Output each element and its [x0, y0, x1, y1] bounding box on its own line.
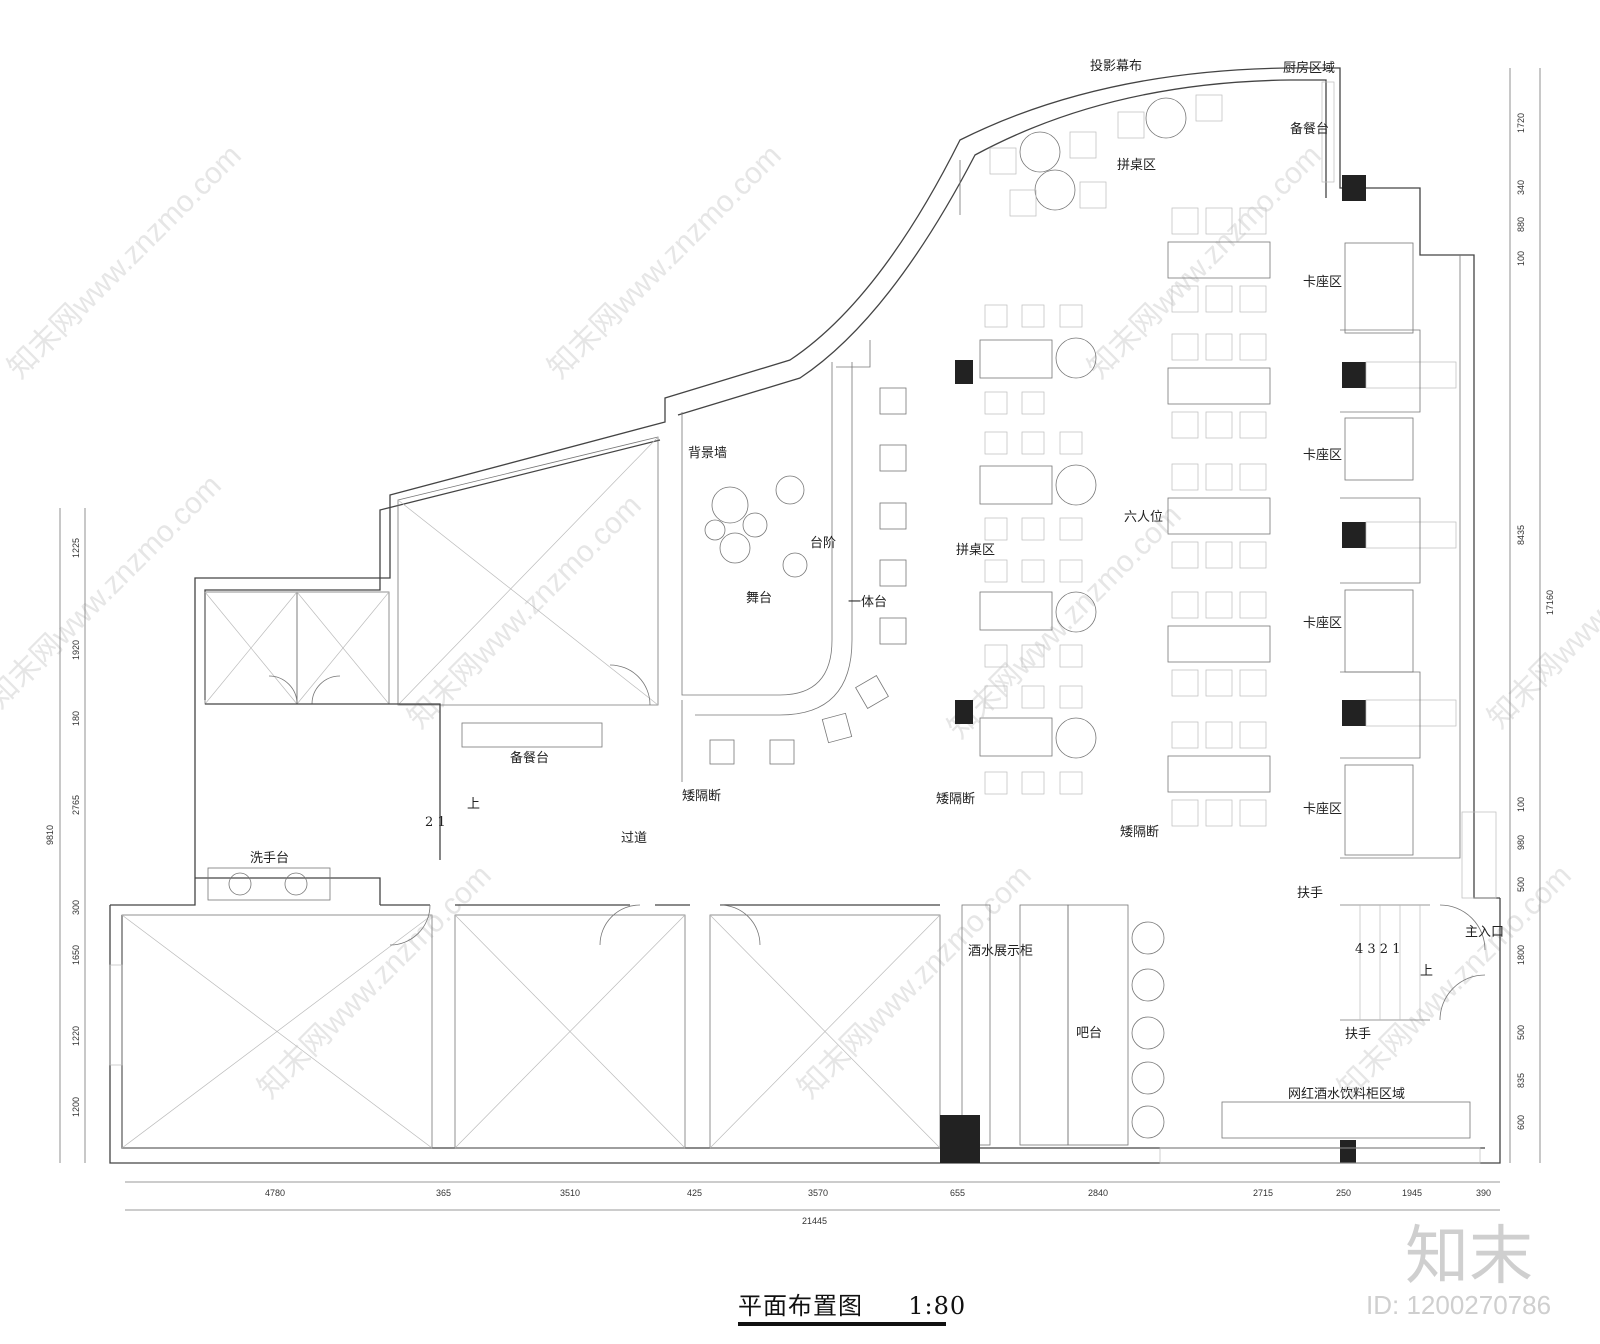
- dim-right: 980: [1516, 835, 1526, 850]
- dim-bottom: 425: [687, 1188, 702, 1198]
- outer-walls: [109, 67, 1501, 1164]
- watermark: 知末网www.znzmo.com: [1082, 139, 1328, 385]
- label-booth: 卡座区: [1303, 275, 1342, 290]
- dim-right: 1720: [1516, 113, 1526, 133]
- label-handrail: 扶手: [1345, 1027, 1371, 1042]
- label-step-numbers-right: 4 3 2 1: [1355, 942, 1400, 957]
- label-joined-tables-mid: 拼桌区: [956, 543, 995, 558]
- dim-total-right: 17160: [1545, 590, 1555, 615]
- dim-right: 100: [1516, 797, 1526, 812]
- label-partition: 矮隔断: [1120, 825, 1159, 840]
- dim-right: 8435: [1516, 525, 1526, 545]
- dim-bottom: 250: [1336, 1188, 1351, 1198]
- bar-area: [940, 904, 1486, 1164]
- dim-bottom: 3510: [560, 1188, 580, 1198]
- brand-logo: 知末: [1405, 1220, 1533, 1294]
- dim-left: 300: [71, 900, 81, 915]
- drawing-title-text: 平面布置图: [738, 1292, 863, 1320]
- dim-bottom: 1945: [1402, 1188, 1422, 1198]
- watermark: 知末网www.znzmo.com: [0, 469, 228, 715]
- dim-bottom: 2840: [1088, 1188, 1108, 1198]
- label-booth: 卡座区: [1303, 802, 1342, 817]
- watermark: 知末网www.znzmo.com: [1332, 859, 1578, 1105]
- label-partition: 矮隔断: [682, 789, 721, 804]
- label-wine-display: 酒水展示柜: [968, 944, 1033, 959]
- label-booth: 卡座区: [1303, 448, 1342, 463]
- label-drinks-area: 网红酒水饮料柜区域: [1288, 1086, 1405, 1102]
- room-labels: 投影幕布 厨房区域 备餐台 拼桌区 卡座区 卡座区 卡座区 卡座区 背景墙 台阶…: [250, 58, 1504, 1102]
- label-corridor: 过道: [621, 831, 647, 846]
- watermark: 知末网www.znzmo.com: [792, 859, 1038, 1105]
- label-integrated-counter: 一体台: [848, 595, 887, 610]
- dim-right: 340: [1516, 180, 1526, 195]
- dim-bottom: 2715: [1253, 1188, 1273, 1198]
- watermark: 知末网www.znzmo.com: [2, 139, 248, 385]
- label-projection-screen: 投影幕布: [1090, 58, 1142, 74]
- label-joined-tables-top: 拼桌区: [1117, 158, 1156, 173]
- counter-stools: [709, 387, 907, 765]
- label-step-numbers-left: 2 1: [425, 815, 446, 830]
- dim-right: 600: [1516, 1115, 1526, 1130]
- dim-bottom: 3570: [808, 1188, 828, 1198]
- dim-right: 880: [1516, 217, 1526, 232]
- label-booth: 卡座区: [1303, 616, 1342, 631]
- dim-right: 100: [1516, 251, 1526, 266]
- dim-bottom: 390: [1476, 1188, 1491, 1198]
- dim-total-bottom: 21445: [802, 1216, 827, 1226]
- label-handrail: 扶手: [1297, 886, 1323, 901]
- watermark: 知末网www.znzmo.com: [542, 139, 788, 385]
- dim-left: 1220: [71, 1026, 81, 1046]
- dim-right: 500: [1516, 1025, 1526, 1040]
- watermark: 知末网www.znzmo.com: [1482, 489, 1600, 735]
- booths: [1340, 175, 1497, 899]
- dim-bottom: 655: [950, 1188, 965, 1198]
- bottom-dimensions: 4780 365 3510 425 3570 655 2840 2715 250…: [265, 1188, 1491, 1226]
- image-id: ID: 1200270786: [1366, 1290, 1552, 1320]
- dim-left: 1650: [71, 945, 81, 965]
- label-backdrop-wall: 背景墙: [688, 446, 727, 461]
- dim-right: 1800: [1516, 945, 1526, 965]
- label-main-entrance: 主入口: [1465, 925, 1504, 940]
- watermark: 知末网www.znzmo.com: [252, 859, 498, 1105]
- dim-left: 1200: [71, 1097, 81, 1117]
- dim-left: 1225: [71, 538, 81, 558]
- label-six-seat: 六人位: [1124, 510, 1163, 525]
- label-backup-counter-top: 备餐台: [1290, 121, 1329, 137]
- right-dimensions: 1720 340 880 100 8435 100 980 500 1800 5…: [1516, 113, 1555, 1130]
- title-underline: [738, 1322, 946, 1326]
- label-partition: 矮隔断: [936, 792, 975, 807]
- label-steps: 台阶: [810, 536, 836, 551]
- label-up-right: 上: [1420, 964, 1433, 979]
- dim-bottom: 4780: [265, 1188, 285, 1198]
- left-dimensions: 1225 1920 180 2765 300 1650 1220 1200 98…: [45, 538, 81, 1117]
- dim-right: 500: [1516, 877, 1526, 892]
- dim-right: 835: [1516, 1073, 1526, 1088]
- interior-walls: [109, 362, 941, 1149]
- label-bar-counter: 吧台: [1076, 1026, 1102, 1041]
- label-wash-basin: 洗手台: [250, 851, 289, 866]
- dim-bottom: 365: [436, 1188, 451, 1198]
- label-stage: 舞台: [746, 591, 772, 606]
- dim-total-left: 9810: [45, 825, 55, 845]
- dimension-lines: [59, 68, 1541, 1211]
- six-seat-tables: [1167, 207, 1271, 827]
- dim-left: 180: [71, 711, 81, 726]
- drawing-scale: 1:80: [908, 1292, 967, 1320]
- dim-left: 2765: [71, 795, 81, 815]
- watermark: 知末网www.znzmo.com: [402, 489, 648, 735]
- drawing-title: 平面布置图 1:80: [738, 1286, 966, 1321]
- label-kitchen-area: 厨房区域: [1283, 60, 1335, 76]
- joined-tables: [955, 304, 1097, 795]
- dim-left: 1920: [71, 640, 81, 660]
- label-backup-counter-mid: 备餐台: [510, 750, 549, 766]
- top-tables: [989, 81, 1335, 217]
- label-up-left: 上: [467, 797, 480, 812]
